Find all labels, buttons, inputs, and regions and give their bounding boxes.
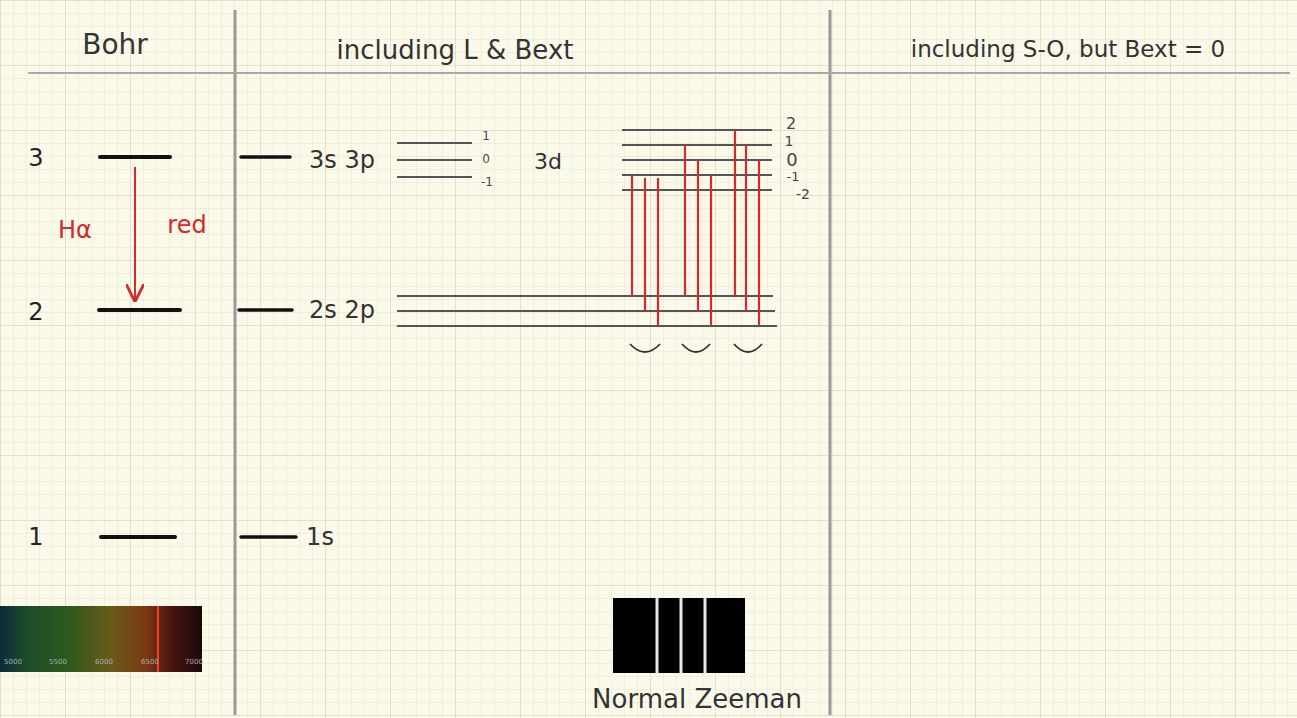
level-number: 2 [28,299,43,325]
split-levels [397,130,777,326]
line-name: Hα [58,217,92,243]
ml-number: -1 [481,176,493,189]
ml-number: -2 [796,187,810,202]
visible-spectrum [0,606,202,672]
axis-tick: 5000 [4,659,22,667]
column-dividers [235,10,830,715]
color-note: red [167,212,206,238]
ml-number: 1 [482,130,490,143]
level-number: 3 [28,145,43,171]
axis-tick: 6500 [141,659,159,667]
caption-text: Normal Zeeman [592,685,802,714]
ml-number: 0 [786,150,797,170]
ml-number: -1 [787,170,800,184]
zeeman-transitions [632,130,759,326]
group-brackets [630,344,762,352]
column-heading: Bohr [82,30,148,61]
ml-number: 0 [482,153,490,166]
orbital-label: 3s 3p [309,147,375,173]
level-number: 1 [28,524,43,550]
axis-tick: 7000 [185,659,203,667]
orbital-label: 1s [306,524,334,550]
orbital-levels [239,157,296,537]
zeeman-lines [657,598,705,673]
orbital-label: 3d [534,150,562,174]
zeeman-spectrum [613,598,745,673]
column-heading: including S-O, but Bext = 0 [911,37,1226,62]
header-rule [28,72,1290,74]
axis-tick: 5500 [49,659,67,667]
transition-arrow [134,167,136,300]
ml-number: 2 [786,115,796,133]
orbital-label: 2s 2p [309,297,375,323]
axis-tick: 6000 [95,659,113,667]
column-heading: including L & Bext [337,36,574,65]
ml-number: 1 [785,134,794,149]
